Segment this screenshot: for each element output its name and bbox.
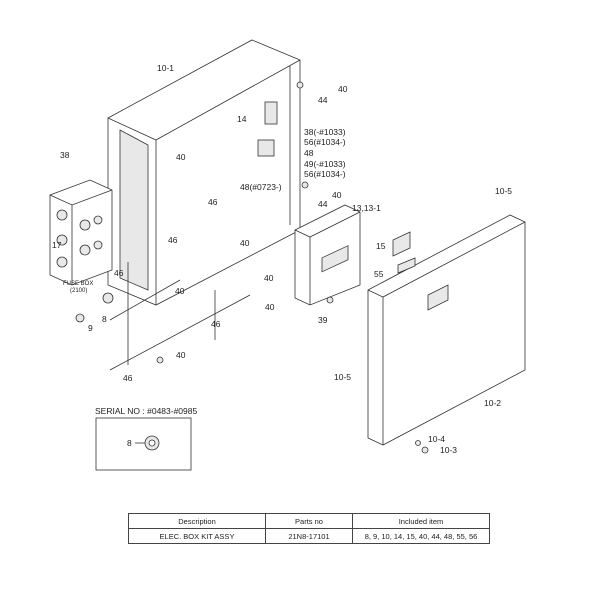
callout-46: 46 — [168, 235, 178, 245]
callout-10-3: 10-3 — [440, 445, 457, 455]
serial-inset: SERIAL NO : #0483-#0985 8 — [95, 406, 197, 471]
callout-40: 40 — [338, 84, 348, 94]
callout-40: 40 — [176, 350, 186, 360]
callout-14: 14 — [237, 114, 247, 124]
header-included-item: Included item — [352, 513, 490, 529]
callout-17: 17 — [52, 240, 62, 250]
callout-40: 40 — [332, 190, 342, 200]
callout-8: 8 — [127, 438, 132, 448]
callout-9: 9 — [88, 323, 93, 333]
table-header-row: Description Parts no Included item — [128, 513, 490, 529]
callout-38: 38 — [60, 150, 70, 160]
callout-10-5: 10-5 — [495, 186, 512, 196]
callout-49: 49(-#1033) — [304, 159, 346, 169]
callout-10-1: 10-1 — [157, 63, 174, 73]
callout-46: 46 — [208, 197, 218, 207]
callout-44: 44 — [318, 199, 328, 209]
callout-39: 39 — [318, 315, 328, 325]
serial-number-label: SERIAL NO : #0483-#0985 — [95, 406, 197, 416]
callout-15: 15 — [376, 241, 386, 251]
callout-44: 44 — [318, 95, 328, 105]
callout-55: 55 — [374, 269, 384, 279]
callout-46: 46 — [211, 319, 221, 329]
callout-10-2: 10-2 — [484, 398, 501, 408]
callout-46: 46 — [114, 268, 124, 278]
callout-40: 40 — [264, 273, 274, 283]
callout-38: 38(-#1033) — [304, 127, 346, 137]
cell-description: ELEC. BOX KIT ASSY — [128, 528, 266, 544]
callout-10-4: 10-4 — [428, 434, 445, 444]
table-row: ELEC. BOX KIT ASSY 21N8-17101 8, 9, 10, … — [128, 528, 490, 544]
header-parts-no: Parts no — [265, 513, 353, 529]
fuse-box-label: FUSE BOX — [63, 281, 93, 287]
cell-included-item: 8, 9, 10, 14, 15, 40, 44, 48, 55, 56 — [352, 528, 490, 544]
callout-13: 13,13-1 — [352, 203, 381, 213]
callout-40: 40 — [175, 286, 185, 296]
header-description: Description — [128, 513, 266, 529]
box-cover — [367, 214, 526, 446]
cell-parts-no: 21N8-17101 — [265, 528, 353, 544]
callout-8: 8 — [102, 314, 107, 324]
callout-48-0723: 48(#0723-) — [240, 182, 282, 192]
callout-40: 40 — [240, 238, 250, 248]
callout-labels: 10-1 40 44 14 38(-#1033) 56(#1034-) 48 4… — [52, 63, 512, 455]
callout-46: 46 — [123, 373, 133, 383]
parts-table: Description Parts no Included item ELEC.… — [128, 513, 490, 544]
wiring-and-bolts — [75, 81, 429, 454]
callout-56b: 56(#1034-) — [304, 169, 346, 179]
callout-40: 40 — [265, 302, 275, 312]
callout-10-5: 10-5 — [334, 372, 351, 382]
electrical-box-body — [107, 39, 301, 306]
fuse-box — [49, 179, 113, 286]
callout-56: 56(#1034-) — [304, 137, 346, 147]
callout-40: 40 — [176, 152, 186, 162]
callout-48: 48 — [304, 148, 314, 158]
controller-unit — [294, 204, 361, 306]
fuse-box-code: (2100) — [70, 288, 87, 294]
